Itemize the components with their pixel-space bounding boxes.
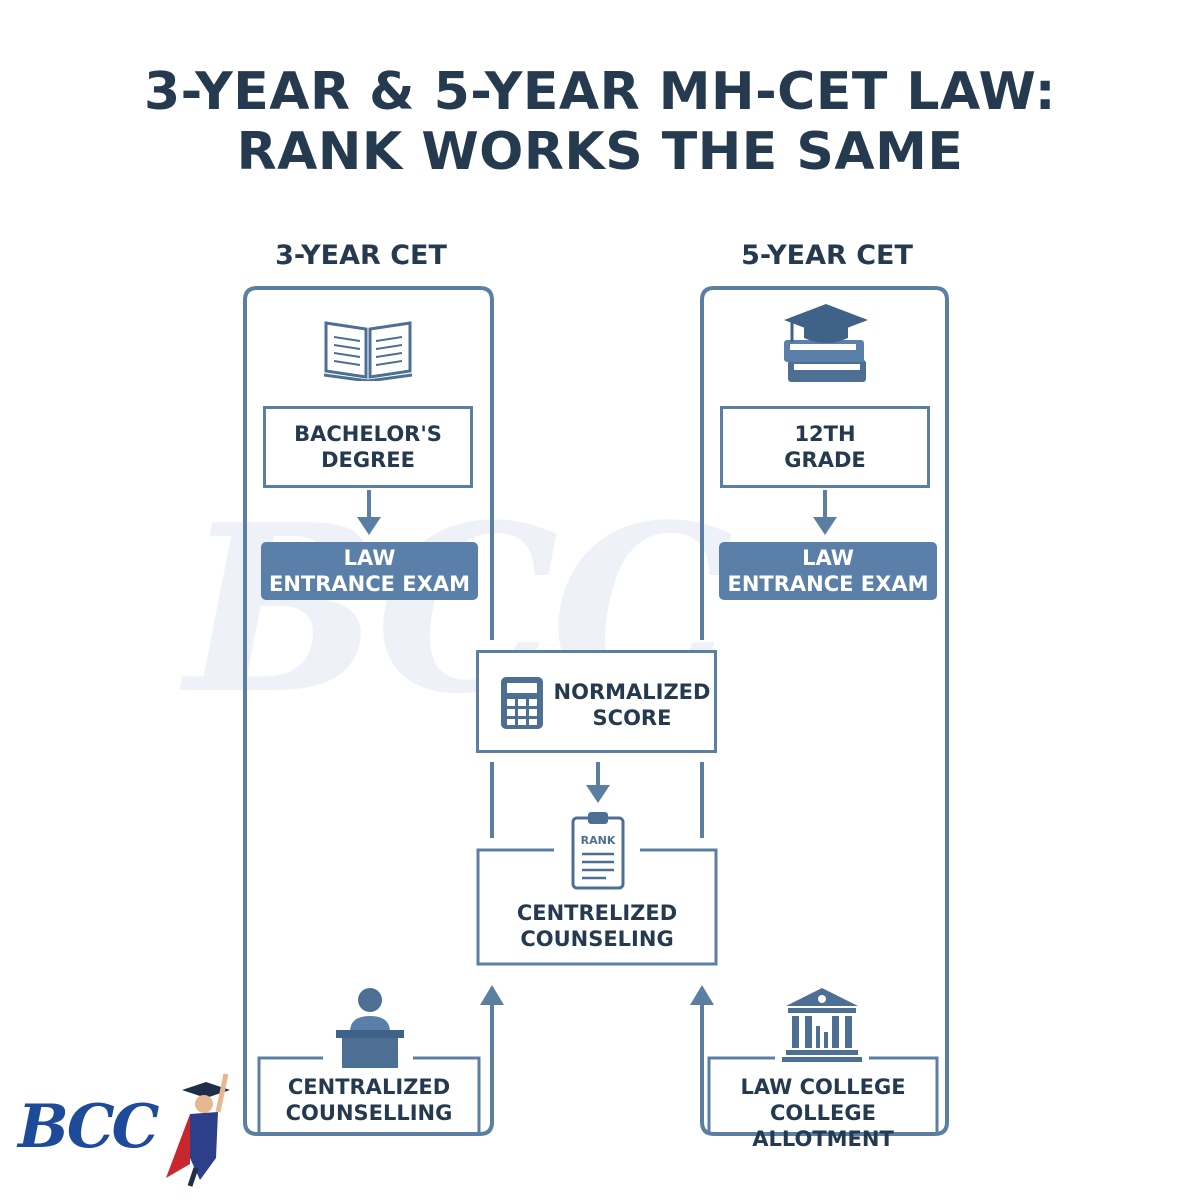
right-frame [700, 286, 949, 1136]
left-law-entrance-exam: LAW ENTRANCE EXAM [261, 542, 478, 600]
twelfth-line2: GRADE [784, 448, 866, 472]
counseling-line2: COUNSELING [520, 927, 674, 951]
right-up-arrow [690, 985, 714, 1005]
page-title: 3-YEAR & 5-YEAR MH-CET LAW: [143, 62, 1057, 122]
left-up-arrow [480, 985, 504, 1005]
bachelors-line2: DEGREE [321, 448, 415, 472]
page-subtitle: RANK WORKS THE SAME [236, 122, 964, 182]
rank-clipboard-icon [571, 812, 625, 890]
centralized-counseling-label: CENTRELIZED COUNSELING [478, 900, 716, 952]
bcc-logo: BCC [18, 1092, 159, 1162]
normalized-score-label: NORMALIZED SCORE [551, 679, 713, 731]
bachelors-line1: BACHELOR'S [294, 422, 442, 446]
rank-label: RANK [580, 834, 616, 847]
college-allotment-label: LAW COLLEGE COLLEGE ALLOTMENT [703, 1074, 943, 1152]
left-frame [243, 286, 494, 1136]
right-exam-line2: ENTRANCE EXAM [727, 572, 929, 596]
counselling-line2: COUNSELLING [285, 1101, 453, 1125]
center-down-arrow [586, 785, 610, 803]
left-column-heading: 3-YEAR CET [275, 240, 447, 271]
counseling-line1: CENTRELIZED [516, 901, 678, 925]
normalized-score-box: NORMALIZED SCORE [476, 650, 717, 753]
counselling-box-frame [257, 1056, 481, 1132]
graduation-books-icon [784, 304, 868, 382]
allotment-box-frame [707, 1056, 939, 1132]
left-exam-line1: LAW [343, 546, 396, 570]
right-exam-line1: LAW [802, 546, 854, 570]
graduate-figure-icon [166, 1073, 230, 1187]
left-down-arrow [357, 517, 381, 535]
allotment-line1: LAW COLLEGE [740, 1075, 906, 1099]
calculator-icon [501, 677, 543, 729]
twelfth-line1: 12TH [794, 422, 856, 446]
right-down-arrow [813, 517, 837, 535]
right-law-entrance-exam: LAW ENTRANCE EXAM [719, 542, 937, 600]
left-exam-line2: ENTRANCE EXAM [269, 572, 470, 596]
courthouse-icon [782, 988, 862, 1062]
open-book-icon [323, 321, 413, 381]
right-column-heading: 5-YEAR CET [741, 240, 913, 271]
person-at-desk-icon [336, 988, 404, 1068]
counseling-box-frame [476, 848, 718, 966]
centralized-counselling-label: CENTRALIZED COUNSELLING [257, 1074, 481, 1126]
score-line1: NORMALIZED [553, 680, 711, 704]
score-line2: SCORE [592, 706, 672, 730]
allotment-line2: COLLEGE ALLOTMENT [752, 1101, 894, 1151]
counselling-line1: CENTRALIZED [287, 1075, 451, 1099]
